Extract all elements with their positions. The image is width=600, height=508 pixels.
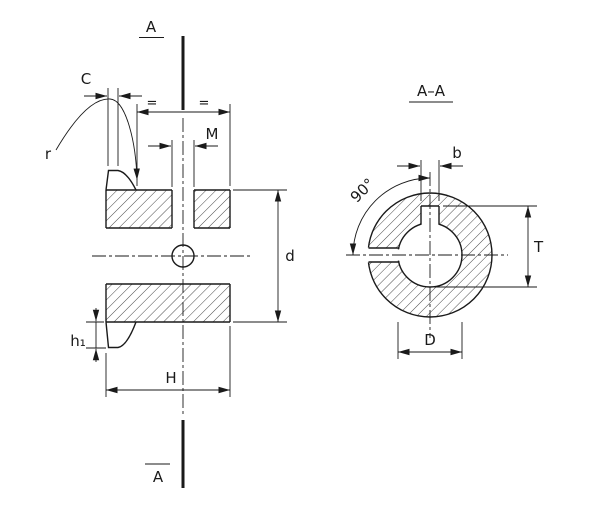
hatch-top-band-right xyxy=(194,190,230,228)
tooth-profile-bottom xyxy=(105,321,137,349)
dim-label-h1: h₁ xyxy=(70,332,86,350)
dim-label-d-bore: D xyxy=(424,331,436,349)
equal-mark-right: = xyxy=(199,96,210,111)
dim-c: C xyxy=(81,70,142,166)
dim-d-bore: D xyxy=(397,322,463,359)
front-view-centerlines xyxy=(92,118,250,414)
tooth-profile-top xyxy=(105,169,137,191)
sprocket-outline xyxy=(105,169,231,349)
dim-h: H xyxy=(105,326,231,397)
dim-label-t: T xyxy=(533,238,544,256)
front-view: A A xyxy=(45,18,295,488)
angle-dimension-arc xyxy=(349,174,431,256)
dim-d: d xyxy=(233,189,295,323)
dim-label-d: d xyxy=(285,247,295,265)
radius-leader-line xyxy=(55,98,140,181)
dim-r: r xyxy=(45,98,140,181)
dim-b: b xyxy=(397,144,463,201)
sprocket-hatch-areas xyxy=(106,190,230,322)
dim-label-m: M xyxy=(206,125,219,143)
hatch-bottom-band xyxy=(106,284,230,322)
section-cutting-line-top: A xyxy=(139,18,185,110)
section-label-top: A xyxy=(146,18,157,36)
equal-mark-left: = xyxy=(147,96,158,111)
dim-label-c: C xyxy=(81,70,91,88)
dim-label-r: r xyxy=(45,145,52,163)
section-label-bottom: A xyxy=(153,468,164,486)
dim-t: T xyxy=(434,205,544,288)
dim-label-b: b xyxy=(452,144,462,162)
hatch-top-band-left xyxy=(106,190,172,228)
section-view-centerlines xyxy=(346,172,508,338)
dim-m: M xyxy=(148,125,218,187)
dim-equal: = = xyxy=(136,96,231,186)
section-view: A–A 90° xyxy=(346,82,544,359)
section-view-title: A–A xyxy=(409,82,453,103)
dim-h1: h₁ xyxy=(70,308,106,362)
section-cutting-line-bottom: A xyxy=(145,420,185,488)
dim-label-h: H xyxy=(165,369,176,387)
dim-label-angle: 90° xyxy=(347,175,379,207)
section-title-text: A–A xyxy=(417,82,446,100)
